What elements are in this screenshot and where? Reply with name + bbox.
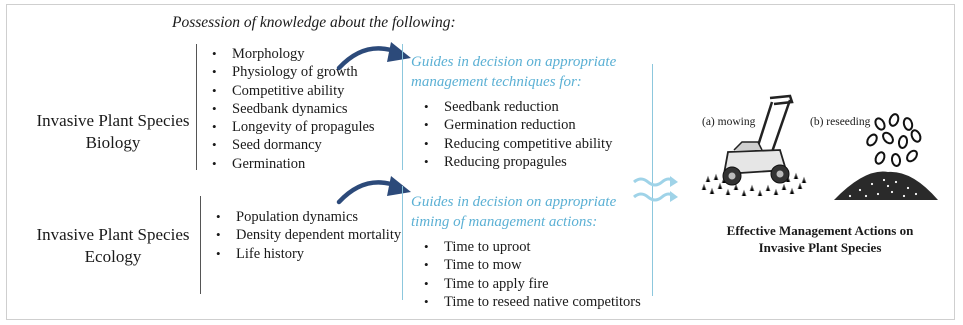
- techniques-guide-line2: management techniques for:: [411, 74, 582, 90]
- right-divider: [652, 64, 653, 296]
- list-item: Morphology: [212, 45, 375, 64]
- result-title-line2: Invasive Plant Species: [758, 240, 882, 255]
- timing-guide: Guides in decision on appropriate timing…: [411, 192, 616, 232]
- list-item: Germination reduction: [424, 116, 612, 135]
- biology-title: Invasive Plant Species Biology: [18, 110, 208, 154]
- diagram-frame: [6, 4, 955, 320]
- techniques-guide-line1: Guides in decision on appropriate: [411, 54, 617, 70]
- list-item: Reducing propagules: [424, 153, 612, 172]
- list-item: Germination: [212, 155, 375, 174]
- list-item: Reducing competitive ability: [424, 135, 612, 154]
- list-item: Seed dormancy: [212, 136, 375, 155]
- curved-arrow-lower-icon: [336, 176, 411, 205]
- list-item: Time to uproot: [424, 238, 641, 257]
- biology-title-line2: Biology: [85, 133, 141, 152]
- biology-list: Morphology Physiology of growth Competit…: [212, 45, 375, 173]
- wave-arrow-icon: [633, 176, 678, 202]
- list-item: Population dynamics: [216, 208, 401, 227]
- result-title: Effective Management Actions on Invasive…: [700, 222, 940, 256]
- techniques-guide: Guides in decision on appropriate manage…: [411, 52, 616, 92]
- list-item: Time to reseed native competitors: [424, 293, 641, 312]
- ecology-title-line1: Invasive Plant Species: [36, 225, 190, 244]
- curved-arrow-upper-icon: [336, 42, 411, 71]
- biology-divider: [196, 44, 197, 170]
- list-item: Longevity of propagules: [212, 118, 375, 137]
- timing-list: Time to uproot Time to mow Time to apply…: [424, 238, 641, 311]
- list-item: Density dependent mortality: [216, 226, 401, 245]
- timing-guide-line1: Guides in decision on appropriate: [411, 194, 617, 210]
- list-item: Competitive ability: [212, 82, 375, 101]
- reseeding-label: (b) reseeding: [810, 116, 871, 128]
- list-item: Time to apply fire: [424, 275, 641, 294]
- timing-divider: [402, 186, 403, 300]
- timing-guide-line2: timing of management actions:: [411, 214, 598, 230]
- biology-title-line1: Invasive Plant Species: [36, 111, 190, 130]
- result-title-line1: Effective Management Actions on: [726, 223, 914, 238]
- techniques-list: Seedbank reduction Germination reduction…: [424, 98, 612, 171]
- techniques-divider: [402, 44, 403, 170]
- diagram-header: Possession of knowledge about the follow…: [172, 14, 456, 31]
- ecology-divider: [200, 196, 201, 294]
- mowing-label: (a) mowing: [702, 116, 756, 128]
- ecology-title-line2: Ecology: [84, 247, 142, 266]
- list-item: Seedbank reduction: [424, 98, 612, 117]
- list-item: Physiology of growth: [212, 63, 375, 82]
- ecology-title: Invasive Plant Species Ecology: [18, 224, 208, 268]
- seeds-illustration: [834, 113, 938, 200]
- lawnmower-illustration: [701, 94, 807, 197]
- ecology-list: Population dynamics Density dependent mo…: [216, 208, 401, 263]
- list-item: Seedbank dynamics: [212, 100, 375, 119]
- list-item: Life history: [216, 245, 401, 264]
- list-item: Time to mow: [424, 256, 641, 275]
